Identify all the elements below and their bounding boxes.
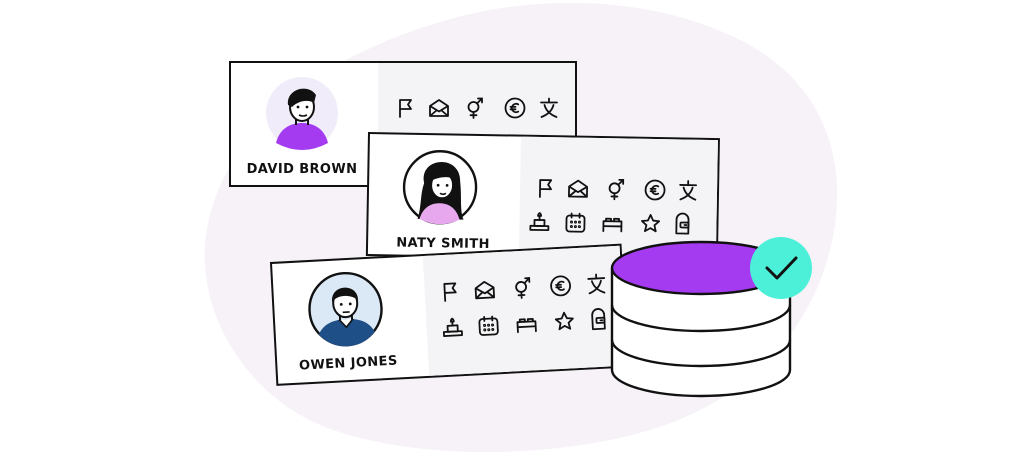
database-icon bbox=[610, 240, 792, 398]
woman-avatar-icon bbox=[402, 150, 478, 225]
man-avatar-icon bbox=[266, 77, 338, 150]
card-name-label: NATY SMITH bbox=[396, 235, 490, 252]
man-with-shirt-avatar-icon bbox=[308, 271, 383, 347]
card-name-label: OWEN JONES bbox=[299, 354, 398, 374]
profile-card-naty: NATY SMITH bbox=[365, 131, 720, 263]
card-name-label: DAVID BROWN bbox=[247, 162, 358, 177]
checkmark-icon bbox=[750, 237, 812, 299]
profile-card-owen: OWEN JONES bbox=[269, 243, 628, 386]
